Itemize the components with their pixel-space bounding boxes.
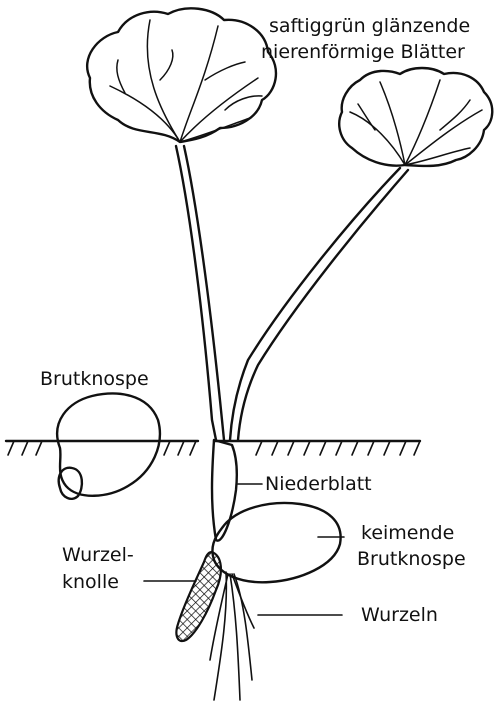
- soil-hatch-left: [8, 441, 196, 455]
- large-leaf: [87, 8, 276, 142]
- soil-hatch-right: [256, 441, 420, 455]
- brood-bud-label: Brutknospe: [40, 367, 149, 391]
- brood-bud-shape: [57, 394, 160, 496]
- leaf-label-line1: saftiggrün glänzende: [269, 14, 470, 38]
- small-leaf-veins: [350, 80, 482, 165]
- roots-label: Wurzeln: [361, 603, 438, 627]
- large-leaf-petiole: [176, 146, 216, 440]
- tuber-label-line1: Wurzel-: [62, 543, 134, 567]
- leaf-label-line2: nierenförmige Blätter: [261, 40, 465, 64]
- brood-bud-sprout: [59, 468, 82, 499]
- low-leaf-label: Niederblatt: [265, 472, 372, 496]
- tuber-label-line2: knolle: [62, 570, 119, 594]
- germinating-bud-label-line1: keimende: [361, 521, 454, 545]
- germinating-bud-label-line2: Brutknospe: [357, 547, 466, 571]
